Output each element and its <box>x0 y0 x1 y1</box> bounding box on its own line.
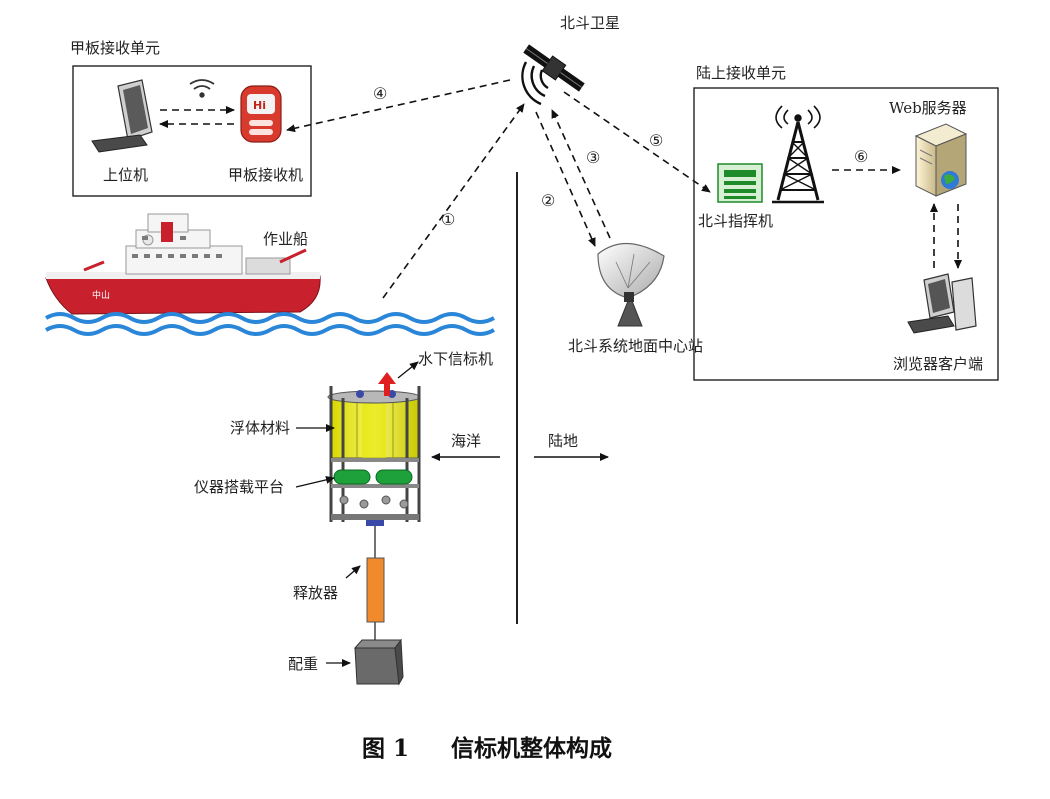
antenna-tower-icon <box>772 105 824 204</box>
land-unit-label: 陆上接收单元 <box>696 64 786 82</box>
path-4-arrow <box>286 79 511 133</box>
wifi-icon <box>189 79 215 98</box>
platform-label: 仪器搭载平台 <box>194 478 284 496</box>
float-material-label: 浮体材料 <box>230 419 290 437</box>
browser-client-computer-icon <box>907 273 977 334</box>
deck-receiver-label: 甲板接收机 <box>228 166 303 184</box>
satellite-label: 北斗卫星 <box>560 14 620 32</box>
beacon-label: 水下信标机 <box>418 350 493 368</box>
land-receiving-unit: 陆上接收单元 北斗指挥机 ⑥ <box>693 64 999 381</box>
platform-pointer <box>295 475 335 488</box>
step-3-label: ③ <box>586 148 600 167</box>
step-1-label: ① <box>441 210 455 229</box>
step-5-label: ⑤ <box>649 131 663 150</box>
deck-unit-label: 甲板接收单元 <box>70 39 160 57</box>
releaser-pointer <box>345 565 361 579</box>
figure-number: 图 1 <box>362 735 409 762</box>
web-server-label: Web服务器 <box>889 99 967 117</box>
computer-icon <box>91 79 153 153</box>
step-4-label: ④ <box>373 84 387 103</box>
ocean-waves <box>45 312 495 336</box>
step-6-label: ⑥ <box>854 147 868 166</box>
work-ship-icon: 中山 <box>45 213 321 315</box>
releaser-label: 释放器 <box>293 584 338 602</box>
ship-label: 作业船 <box>263 230 308 248</box>
beacon-pointer <box>397 361 419 379</box>
deck-receiving-unit: 甲板接收单元 上位机 Hi 甲板接收机 <box>70 39 312 197</box>
path-5-arrow <box>563 91 711 193</box>
path-2-arrow <box>535 111 596 247</box>
ocean-label: 海洋 <box>451 432 481 450</box>
command-machine-label: 北斗指挥机 <box>698 212 773 230</box>
web-server-icon <box>914 123 968 197</box>
path-1-arrow <box>382 103 525 299</box>
releaser-icon <box>366 557 385 623</box>
ship-hull-text: 中山 <box>92 289 110 301</box>
command-machine-icon <box>717 163 763 203</box>
figure-title: 信标机整体构成 <box>451 735 612 762</box>
weight-block-icon <box>353 638 404 686</box>
beacon-arrow-icon <box>378 372 396 396</box>
land-label: 陆地 <box>548 432 578 450</box>
host-pc-label: 上位机 <box>103 166 148 184</box>
step-2-label: ② <box>541 191 555 210</box>
satellite-icon <box>521 44 585 106</box>
deck-receiver-device-icon: Hi <box>240 85 282 143</box>
weight-label: 配重 <box>288 655 318 673</box>
path-3-arrow <box>551 109 611 239</box>
satellite-dish-icon <box>597 242 665 327</box>
buoy-frame-icon <box>327 386 421 558</box>
ground-station-label: 北斗系统地面中心站 <box>568 337 703 355</box>
browser-client-label: 浏览器客户端 <box>893 355 983 373</box>
receiver-screen-text: Hi <box>253 99 266 112</box>
